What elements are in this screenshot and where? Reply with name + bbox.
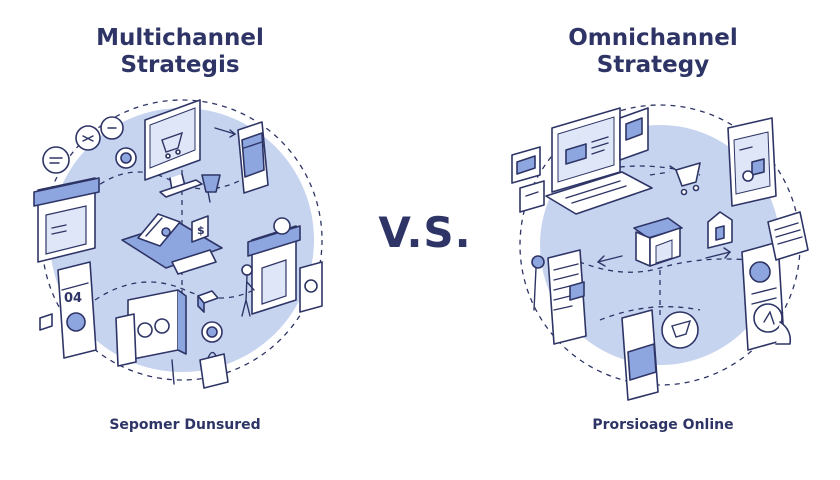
chat-bubbles-icon <box>42 116 137 174</box>
multichannel-title-line1: Multichannel <box>96 25 264 51</box>
shopping-bag-icon <box>199 351 229 389</box>
smartphone-store-icon <box>214 121 269 194</box>
multichannel-orbit <box>41 99 323 381</box>
secure-house-icon <box>707 211 733 249</box>
laptop-store-icon <box>545 107 653 215</box>
multichannel-illustration: $ 04 <box>33 99 323 389</box>
versus-label: V.S. <box>378 208 472 257</box>
vault-machine-icon <box>115 289 187 385</box>
package-icon <box>197 290 219 313</box>
shopping-cart-icon <box>649 162 701 196</box>
market-stall-icon <box>247 217 323 315</box>
omnichannel-caption: Prorsioage Online <box>592 417 734 433</box>
omnichannel-title-line2: Strategy <box>596 52 710 78</box>
shopper-person-icon <box>241 264 255 317</box>
laptop-payment-icon: $ <box>121 213 223 275</box>
omnichannel-title: Omnichannel Strategy <box>503 25 803 79</box>
smartphone-stats-icon: 04 <box>39 261 97 359</box>
coin-icon <box>201 321 223 343</box>
arrow-left-icon <box>596 255 623 267</box>
multichannel-title: Multichannel Strategis <box>30 25 330 79</box>
secure-tablet-icon <box>727 117 777 207</box>
app-windows-icon <box>511 146 545 213</box>
central-store-icon <box>633 217 683 267</box>
multichannel-title-line2: Strategis <box>120 52 240 78</box>
multichannel-caption: Sepomer Dunsured <box>109 417 261 433</box>
omnichannel-title-line1: Omnichannel <box>568 25 738 51</box>
svg-text:$: $ <box>197 224 205 237</box>
lamp-icon <box>201 174 221 203</box>
phone-number-label: 04 <box>64 291 82 306</box>
desktop-monitor-icon <box>144 99 203 198</box>
receipt-document-icon <box>767 211 809 261</box>
storefront-icon <box>33 177 100 263</box>
mobile-app-icon <box>531 249 587 345</box>
arrow-right-icon <box>705 247 732 259</box>
mobile-checkout-icon <box>621 309 699 401</box>
kiosk-touch-icon <box>741 241 792 351</box>
omnichannel-illustration <box>511 104 809 401</box>
